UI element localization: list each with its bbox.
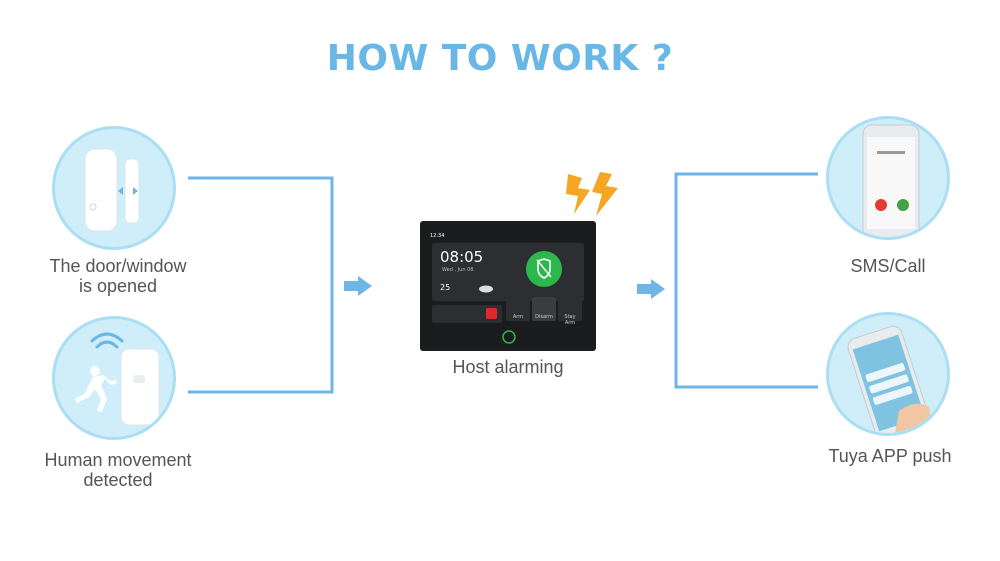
app-push-label: Tuya APP push [828,446,952,466]
date-display: Wed , Jun 08 [442,267,474,273]
arm-label: Arm [512,314,524,320]
sms-call-circle [826,116,950,240]
cloud-icon [479,285,493,293]
door-sensor-circle [52,126,176,250]
host-label: Host alarming [452,357,564,377]
shortcut-tile[interactable] [432,305,502,323]
output-connector [674,172,818,389]
arrow-to-outputs-icon [637,279,665,299]
hand-icon [895,403,933,433]
running-person-icon [75,366,117,412]
temperature-display: 25 [440,283,451,292]
stay-arm-label: Stay Arm [564,314,576,326]
motion-sensor-circle [52,316,176,440]
stay-arm-button[interactable] [558,297,582,321]
door-sensor-icon [84,148,140,232]
door-sensor-label: The door/window is opened [49,256,187,296]
motion-sensor-icon [75,332,160,426]
clock-display: 08:05 [440,248,484,266]
page-title: HOW TO WORK ? [326,38,674,79]
sms-call-label: SMS/Call [850,256,926,276]
arrow-to-host-icon [344,276,372,296]
home-button-icon[interactable] [501,329,517,345]
motion-sensor-label: Human movement detected [44,450,192,490]
sos-button[interactable] [486,308,497,319]
host-panel: 12:34 08:05 Wed , Jun 08 25 Arm Disarm S… [420,221,596,351]
phone-notification-icon [847,325,933,433]
clock-tile [432,243,508,301]
status-bar-time: 12:34 [430,233,445,239]
door-connector [188,176,334,394]
disarm-shield-icon[interactable] [524,249,564,289]
disarm-label: Disarm [535,314,553,320]
phone-call-icon [862,124,920,237]
app-push-circle [826,312,950,436]
alarm-lightning-icon [566,172,618,216]
arm-button[interactable] [506,297,530,321]
disarm-button[interactable] [532,297,556,321]
